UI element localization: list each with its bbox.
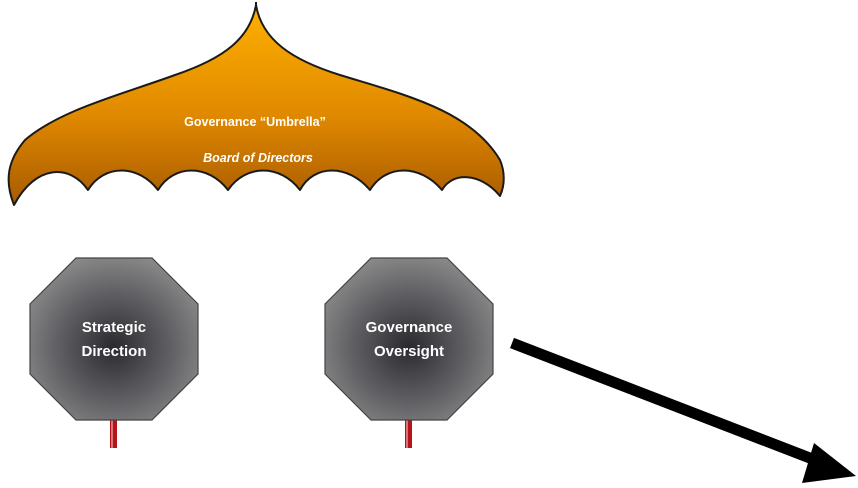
- umbrella-title: Governance “Umbrella”: [184, 115, 326, 129]
- octagon-label-line2: Direction: [81, 343, 146, 360]
- octagon-label-line1: Governance: [366, 319, 453, 336]
- octagon-shape: [29, 257, 199, 421]
- governance-umbrella: Governance “Umbrella” Board of Directors: [7, 2, 505, 206]
- octagon-governance-oversight: Governance Oversight: [324, 257, 494, 448]
- octagon-strategic-direction: Strategic Direction: [29, 257, 199, 448]
- umbrella-subtitle: Board of Directors: [203, 151, 313, 165]
- octagon-shape: [324, 257, 494, 421]
- octagon-label-line1: Strategic: [82, 319, 146, 336]
- octagon-post: [405, 410, 412, 448]
- arrow-icon: [510, 337, 856, 483]
- octagon-post: [110, 410, 117, 448]
- arrow-head: [802, 443, 856, 483]
- umbrella-canopy: [7, 4, 505, 206]
- octagon-label-line2: Oversight: [374, 343, 444, 360]
- arrow-shaft: [510, 337, 817, 466]
